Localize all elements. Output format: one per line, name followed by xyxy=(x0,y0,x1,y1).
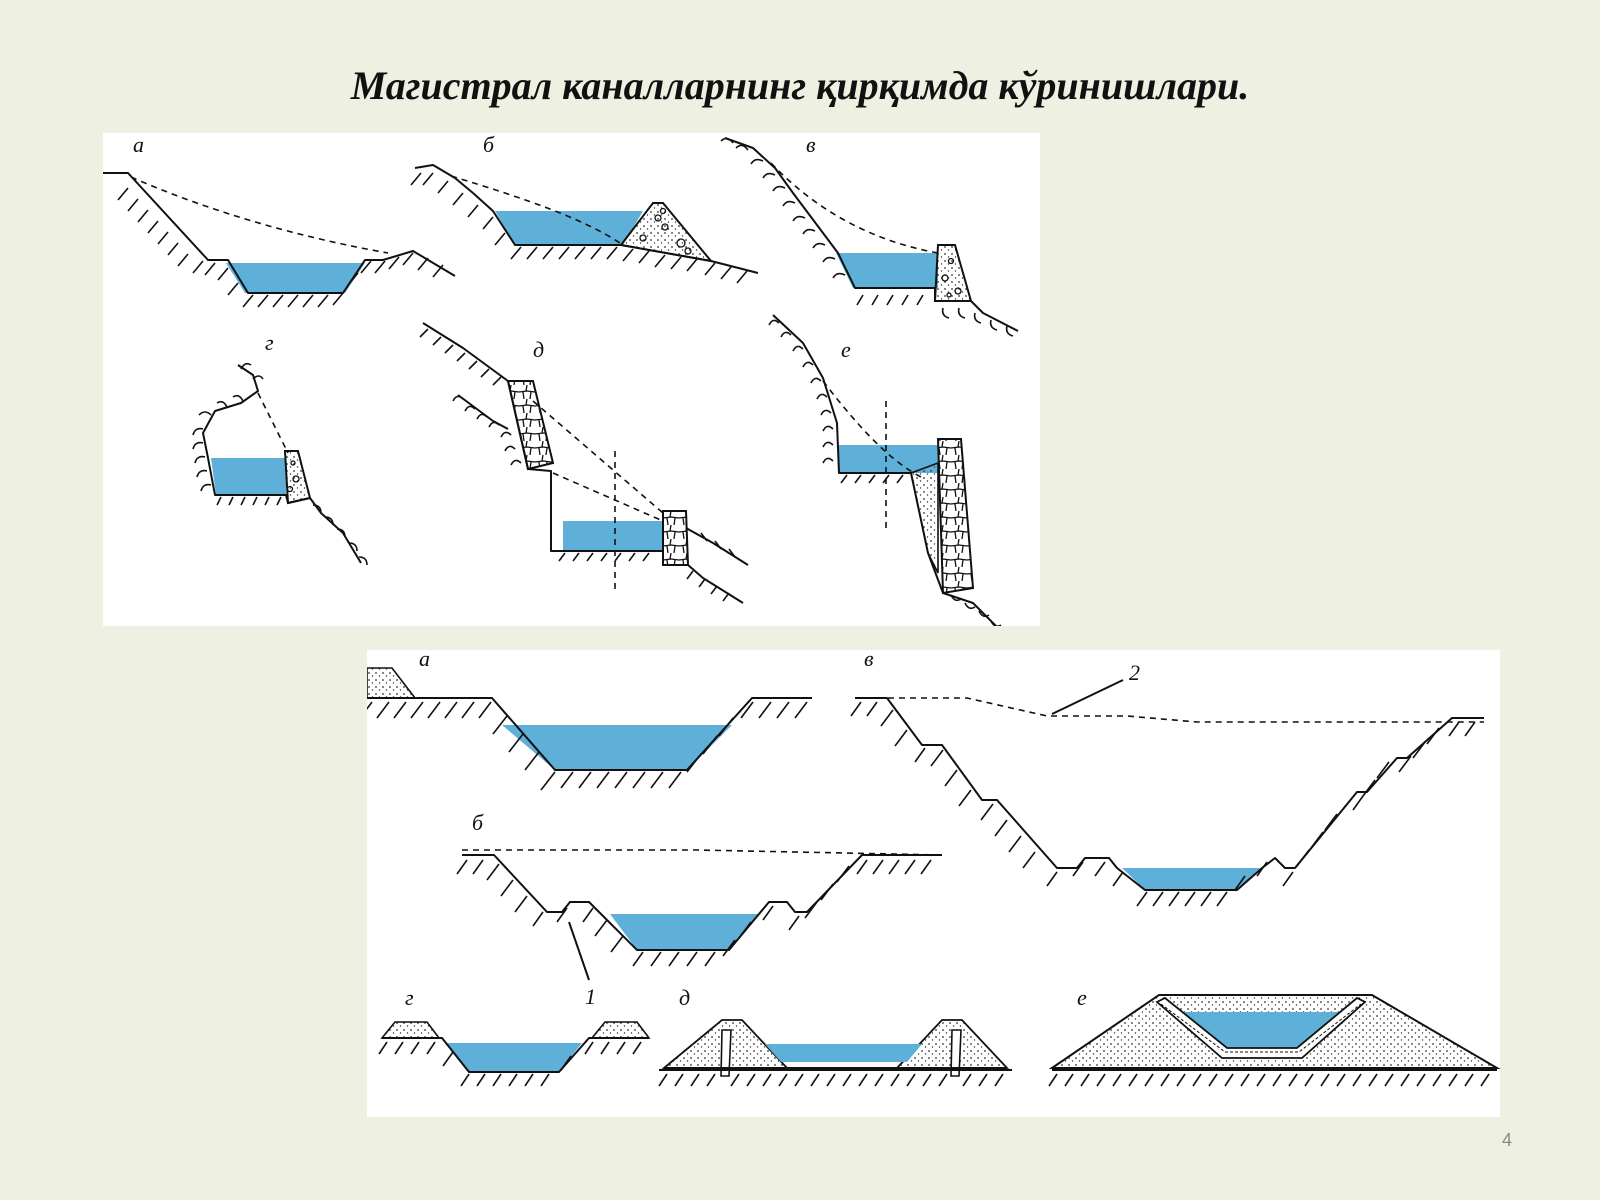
bottom-g-water xyxy=(445,1043,582,1072)
top-label-d: д xyxy=(533,337,544,362)
bottom-v-ground xyxy=(855,697,1484,891)
bottom-e-lining xyxy=(1155,996,1367,1059)
top-e-hatching xyxy=(768,319,1002,626)
top-e-wall xyxy=(936,438,975,595)
bottom-e-lining-inner xyxy=(1160,1003,1362,1053)
bottom-callout-1: 1 xyxy=(585,984,596,1009)
top-d-hatching xyxy=(419,328,736,602)
top-e-fill xyxy=(910,461,939,574)
top-d-water xyxy=(563,521,663,551)
top-e-design-line xyxy=(822,380,924,479)
top-section-g: г xyxy=(192,330,368,566)
bottom-label-d: д xyxy=(679,985,690,1010)
bottom-label-a: а xyxy=(419,650,430,671)
top-label-b: б xyxy=(483,133,495,157)
bottom-section-a: а xyxy=(367,650,812,791)
bottom-v-water-line xyxy=(855,697,1484,723)
bottom-g-right-bank xyxy=(590,1021,651,1039)
top-section-d: д xyxy=(419,322,749,604)
top-b-stones xyxy=(639,207,692,255)
top-d-lower-slope xyxy=(685,527,749,566)
bottom-v-water xyxy=(1122,868,1260,890)
top-a-hatching xyxy=(117,187,444,308)
top-section-b: б xyxy=(410,133,759,284)
bottom-b-callout-1-leader xyxy=(568,921,590,981)
bottom-a-hatching xyxy=(367,701,808,791)
top-label-g: г xyxy=(265,330,274,355)
bottom-label-v: в xyxy=(864,650,874,671)
bottom-section-b: б 1 xyxy=(456,810,943,1009)
top-g-scallops xyxy=(192,362,368,566)
bottom-callout-2: 2 xyxy=(1129,660,1140,685)
top-d-design-line-2 xyxy=(552,472,664,522)
top-label-v: в xyxy=(806,133,816,157)
bottom-label-b: б xyxy=(472,810,484,835)
page-number: 4 xyxy=(1501,1130,1512,1150)
top-g-stones xyxy=(286,460,300,493)
bottom-figure-svg: а б 1 в 2 г xyxy=(367,650,1500,1087)
top-g-ground xyxy=(202,364,362,564)
top-e-ground xyxy=(772,314,998,626)
top-a-water xyxy=(226,263,365,293)
top-d-upper-wall xyxy=(506,380,555,471)
bottom-b-water xyxy=(610,914,759,950)
top-label-e: е xyxy=(841,337,851,362)
top-v-design-line xyxy=(770,162,939,254)
bottom-a-ground xyxy=(367,697,812,771)
bottom-v-hatching xyxy=(850,701,1476,907)
bottom-v-callout-2-leader xyxy=(1051,679,1124,715)
top-d-lower-wall xyxy=(662,510,690,566)
top-b-water xyxy=(495,211,643,245)
bottom-g-ground xyxy=(382,1037,649,1073)
bottom-section-g: г xyxy=(378,985,651,1087)
top-canal-figure: а б в г xyxy=(103,133,1040,626)
top-section-e: е xyxy=(768,314,1002,626)
top-d-upper-slope xyxy=(457,394,509,430)
bottom-section-v: в 2 xyxy=(850,650,1484,907)
top-b-design-line xyxy=(450,175,624,246)
top-a-ground xyxy=(103,172,456,294)
top-a-design-line xyxy=(130,176,389,254)
top-label-a: а xyxy=(133,133,144,157)
top-d-ground xyxy=(422,322,744,604)
top-v-stones xyxy=(941,257,962,298)
bottom-label-e: е xyxy=(1077,985,1087,1010)
bottom-a-spoil xyxy=(367,667,417,699)
bottom-b-ground xyxy=(462,854,942,951)
bottom-g-left-bank xyxy=(380,1021,441,1039)
bottom-b-water-line xyxy=(462,849,943,856)
top-v-water xyxy=(836,253,938,288)
bottom-d-left-core xyxy=(720,1029,732,1077)
top-b-ground xyxy=(414,164,759,274)
bottom-e-hatching xyxy=(1048,1073,1490,1087)
bottom-label-g: г xyxy=(405,985,414,1010)
bottom-section-d: д xyxy=(658,985,1012,1087)
top-v-ground xyxy=(724,137,1019,332)
slide-title: Магистрал каналларнинг қирқимда кўринишл… xyxy=(350,63,1250,108)
top-g-water xyxy=(211,458,286,495)
top-section-v: в xyxy=(720,133,1019,337)
top-g-design-line xyxy=(257,392,289,454)
bottom-g-hatching xyxy=(378,1041,642,1087)
bottom-d-water xyxy=(765,1044,922,1062)
bottom-b-hatching xyxy=(456,859,932,967)
top-v-wall xyxy=(933,244,973,302)
top-b-hatching xyxy=(410,172,748,284)
top-e-water xyxy=(839,445,938,473)
top-v-scallops xyxy=(720,137,1014,337)
bottom-a-water xyxy=(502,725,732,770)
bottom-canal-figure: а б 1 в 2 г xyxy=(367,650,1500,1117)
bottom-d-hatching xyxy=(658,1073,1004,1087)
top-figure-svg: а б в г xyxy=(103,133,1019,626)
top-section-a: а xyxy=(103,133,456,308)
bottom-section-e: е xyxy=(1048,985,1500,1087)
bottom-d-right-core xyxy=(950,1029,962,1077)
